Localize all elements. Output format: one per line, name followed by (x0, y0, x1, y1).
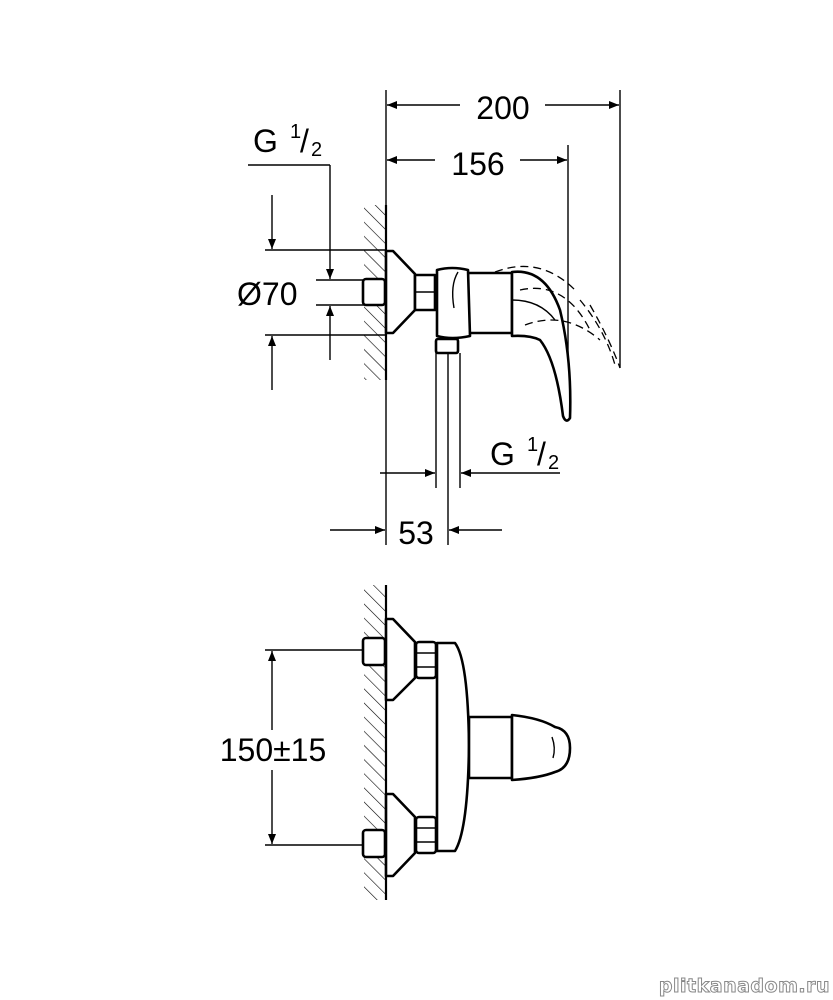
dimension-53-label: 53 (398, 515, 434, 551)
side-view: 200 156 G 1 / 2 Ø70 (237, 90, 621, 551)
thread-denominator: 2 (548, 452, 559, 474)
lever-stem (467, 715, 514, 780)
thread-denominator: 2 (311, 139, 322, 161)
thread-numerator: 1 (290, 121, 301, 143)
upper-hex-nut (414, 640, 438, 680)
front-view: 150±15 (220, 585, 572, 900)
hose-connector (434, 337, 460, 355)
watermark: plitkanadom.ru (659, 975, 830, 997)
lever-handle (510, 270, 572, 422)
lower-hex-nut (414, 815, 438, 855)
dimension-156: 156 (387, 145, 569, 395)
lower-inlet-nut (361, 828, 387, 859)
dimension-150: 150±15 (220, 649, 362, 846)
lower-flange (384, 792, 417, 878)
body-bar (466, 271, 514, 335)
dimension-diameter-70: Ø70 (237, 195, 386, 390)
dimension-156-label: 156 (451, 146, 504, 182)
dimension-200-label: 200 (476, 90, 529, 126)
inlet-nut (361, 277, 387, 307)
thread-letter: G (490, 436, 515, 472)
dimension-150-label: 150±15 (220, 732, 327, 768)
thread-slash: / (300, 123, 309, 159)
thread-numerator: 1 (527, 434, 538, 456)
thread-letter: G (253, 123, 278, 159)
thread-slash: / (537, 436, 546, 472)
dimension-diameter-label: Ø70 (237, 276, 297, 312)
dimension-200: 200 (387, 90, 621, 368)
flange (384, 249, 417, 335)
thread-outlet-callout: G 1 / 2 (380, 434, 560, 477)
upper-inlet-nut (361, 636, 387, 667)
lever-cap (510, 713, 572, 782)
mixer-front (361, 617, 572, 878)
mixer-side (361, 249, 621, 545)
mixer-body (435, 641, 471, 853)
thread-inlet-callout: G 1 / 2 (248, 121, 364, 360)
dimension-53: 53 (330, 515, 502, 551)
upper-flange (384, 617, 417, 702)
